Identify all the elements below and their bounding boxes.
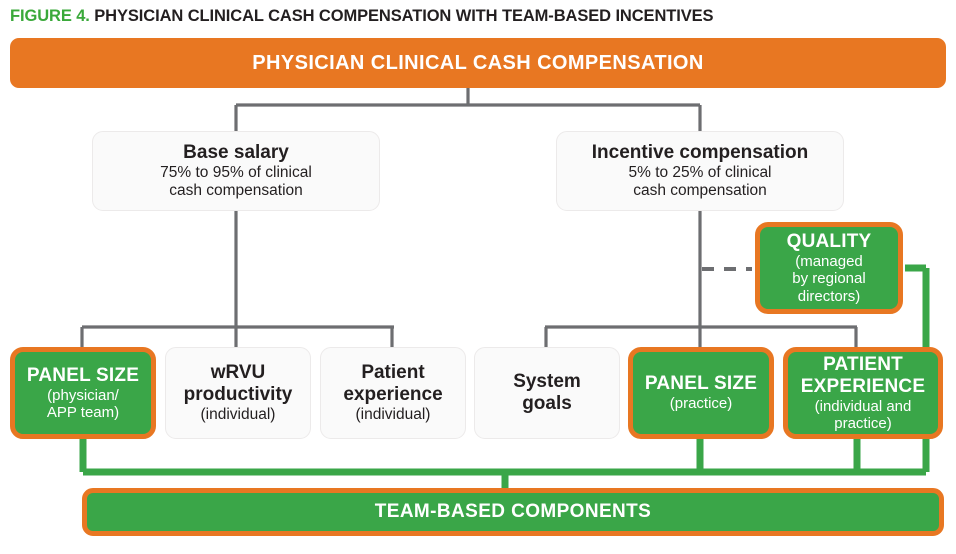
box-quality-title: QUALITY: [786, 231, 872, 253]
box-panel-size-physician-app-sub1: (physician/: [47, 386, 119, 404]
box-incentive-compensation[interactable]: Incentive compensation 5% to 25% of clin…: [556, 131, 844, 211]
top-bar-label: PHYSICIAN CLINICAL CASH COMPENSATION: [252, 51, 704, 74]
bottom-bar-label: TEAM-BASED COMPONENTS: [374, 501, 652, 523]
box-panel-size-practice[interactable]: PANEL SIZE (practice): [628, 347, 774, 439]
box-patient-experience-practice-title-line1: PATIENT: [823, 353, 903, 375]
box-patient-experience-individual-title-line1: Patient: [361, 362, 425, 384]
box-base-salary[interactable]: Base salary 75% to 95% of clinical cash …: [92, 131, 380, 211]
box-base-salary-title: Base salary: [183, 142, 289, 164]
box-panel-size-practice-title: PANEL SIZE: [644, 373, 758, 395]
top-bar-physician-clinical-cash-compensation[interactable]: PHYSICIAN CLINICAL CASH COMPENSATION: [10, 38, 946, 88]
box-panel-size-physician-app-sub2: APP team): [46, 403, 120, 421]
figure-title-text: PHYSICIAN CLINICAL CASH COMPENSATION WIT…: [94, 7, 714, 25]
figure-title: FIGURE 4. PHYSICIAN CLINICAL CASH COMPEN…: [10, 7, 714, 26]
box-wrvu-productivity-title-line1: wRVU: [210, 362, 266, 384]
box-system-goals-title-line1: System: [513, 371, 581, 393]
box-wrvu-productivity[interactable]: wRVU productivity (individual): [165, 347, 311, 439]
box-patient-experience-individual-title-line2: experience: [343, 384, 443, 406]
bottom-bar-team-based-components[interactable]: TEAM-BASED COMPONENTS: [82, 488, 944, 536]
box-quality-sub1: (managed: [795, 253, 863, 271]
box-wrvu-productivity-title-line2: productivity: [183, 384, 293, 406]
box-system-goals-title-line2: goals: [522, 393, 572, 414]
box-panel-size-physician-app-title: PANEL SIZE: [26, 364, 140, 386]
box-system-goals[interactable]: System goals: [474, 347, 620, 439]
figure-number: FIGURE 4.: [10, 7, 90, 25]
box-panel-size-physician-app[interactable]: PANEL SIZE (physician/ APP team): [10, 347, 156, 439]
box-base-salary-sub2: cash compensation: [169, 181, 303, 199]
box-base-salary-sub1: 75% to 95% of clinical: [160, 164, 312, 182]
box-patient-experience-practice[interactable]: PATIENT EXPERIENCE (individual and pract…: [783, 347, 943, 439]
box-quality-sub3: directors): [797, 287, 861, 305]
box-patient-experience-individual[interactable]: Patient experience (individual): [320, 347, 466, 439]
box-wrvu-productivity-sub1: (individual): [200, 405, 276, 423]
box-panel-size-practice-sub1: (practice): [669, 395, 733, 413]
box-patient-experience-individual-sub1: (individual): [355, 405, 431, 423]
box-patient-experience-practice-sub2: practice): [834, 414, 892, 432]
box-incentive-sub1: 5% to 25% of clinical: [628, 164, 772, 182]
box-patient-experience-practice-title-line2: EXPERIENCE: [800, 375, 926, 397]
box-incentive-title: Incentive compensation: [591, 142, 809, 164]
box-quality[interactable]: QUALITY (managed by regional directors): [755, 222, 903, 314]
box-patient-experience-practice-sub1: (individual and: [814, 397, 912, 415]
box-quality-sub2: by regional: [792, 270, 866, 288]
box-incentive-sub2: cash compensation: [633, 181, 767, 199]
